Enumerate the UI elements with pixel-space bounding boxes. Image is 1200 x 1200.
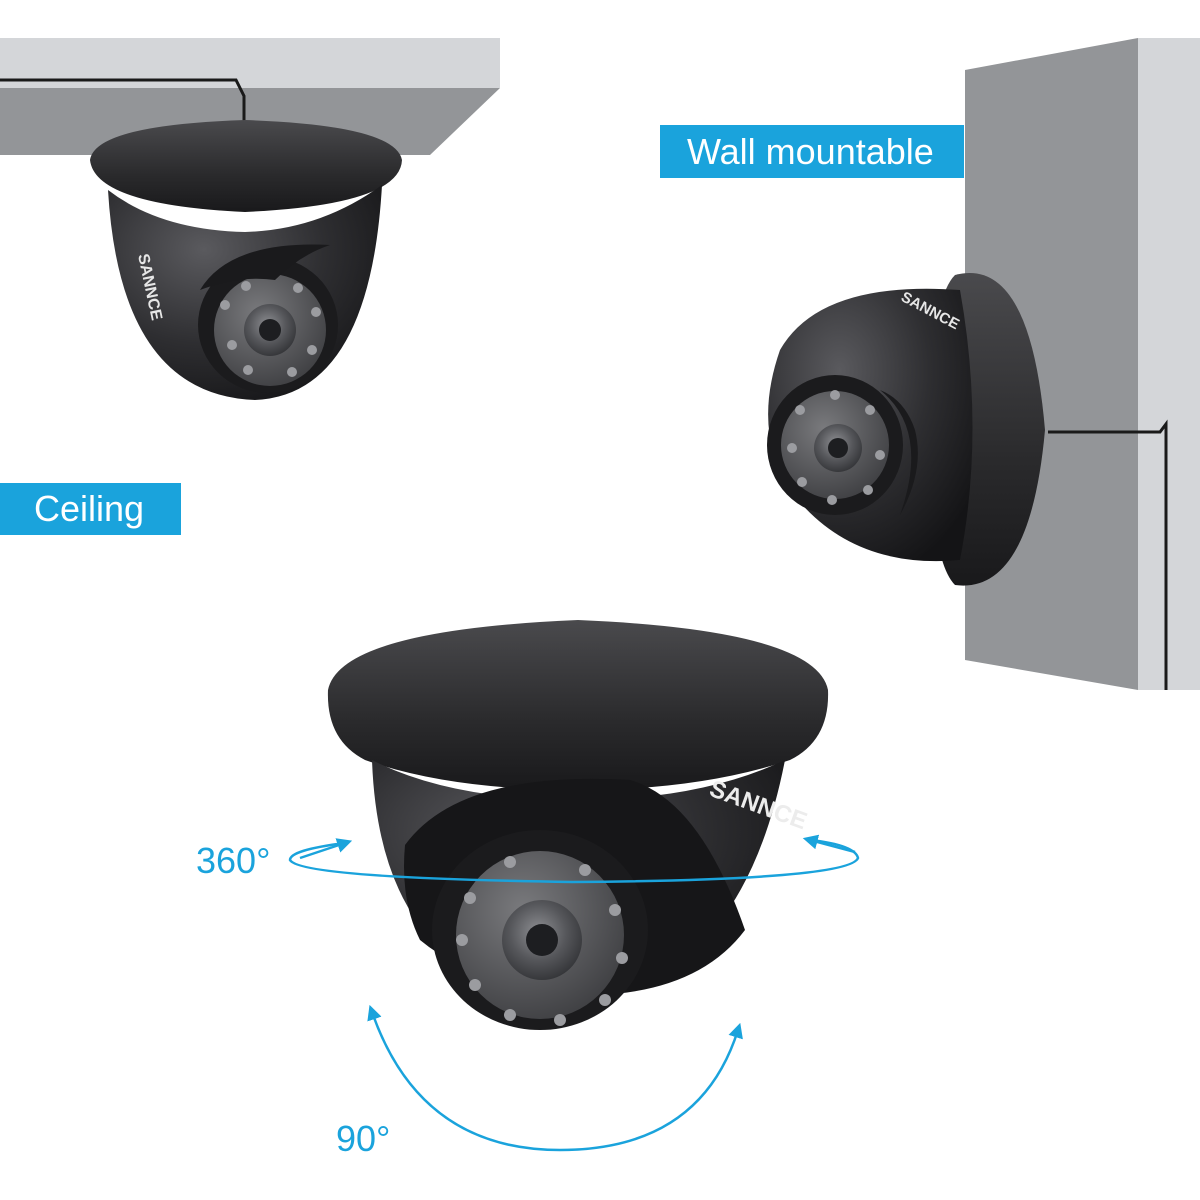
ceiling-label-text: Ceiling [34,488,145,529]
ceiling-mount [0,38,500,155]
pan-rotation-ring [288,838,860,884]
ceiling-surface [0,38,500,88]
wall-cable [1048,419,1168,690]
wall-mountable-label: Wall mountable [660,125,964,178]
wall-mountable-label-text: Wall mountable [687,130,934,172]
tilt-arc-arrow-icon [367,1004,743,1152]
ceiling-camera-base [90,120,402,212]
ceiling-cable [0,78,246,125]
pan-angle-label: 360° [196,840,271,881]
wall-side [1138,38,1200,690]
pan-arrow-left-icon [299,838,353,860]
tilt-angle-label: 90° [336,1118,391,1159]
main-camera: SANNCE [327,620,829,1030]
ceiling-label: Ceiling [0,483,181,535]
ceiling-camera: SANNCE [90,120,402,400]
main-camera-base [327,620,829,790]
wall-camera: SANNCE [767,272,1045,586]
tilt-rotation-indicator [367,1004,743,1152]
pan-rotation-indicator [288,834,860,884]
pan-arrow-right-icon [802,834,856,854]
